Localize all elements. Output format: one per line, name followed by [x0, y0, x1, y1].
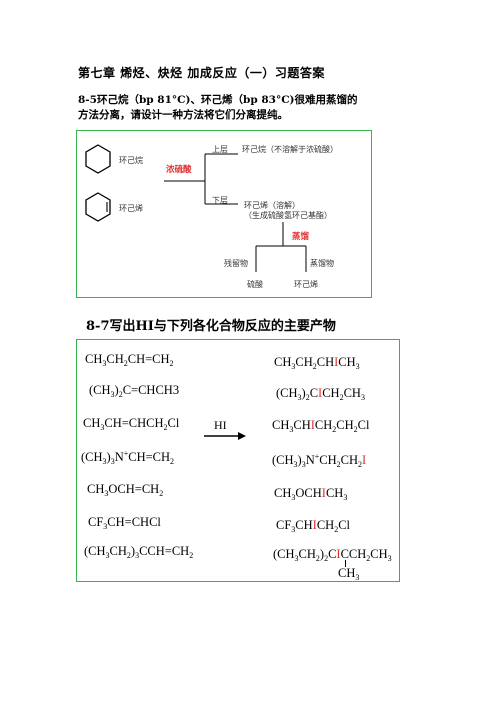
- product-5: CH3OCHICH3: [274, 486, 348, 502]
- cyclohexene-icon: [85, 192, 111, 222]
- upper-layer-content: 环己烷（不溶解于浓硫酸）: [242, 145, 338, 154]
- product-6: CF3CHICH2Cl: [276, 518, 351, 534]
- reactant-7: (CH3CH2)3CCH=CH2: [84, 544, 194, 560]
- product-4: (CH3)3N+CH2CH2I: [272, 452, 367, 469]
- question-8-5: 8-5环己烷（bp 81°C)、环己烯（bp 83°C)很难用蒸馏的 方法分离，…: [78, 93, 358, 123]
- reagent-sulfuric-acid: 浓硫酸: [166, 165, 192, 175]
- product-2: (CH3)2CICH2CH3: [276, 386, 365, 402]
- cyclohexane-icon: [85, 144, 111, 174]
- reagent-hi: HI: [214, 418, 227, 432]
- reactant-4: (CH3)3N+CH=CH2: [81, 449, 175, 466]
- separation-diagram: [76, 130, 372, 298]
- hi-reaction-box: [76, 339, 400, 582]
- cyclohexene-label: 环己烯: [119, 204, 143, 213]
- reactant-3: CH3CH=CHCH2Cl: [83, 416, 180, 432]
- product-7-methyl: CH3: [338, 566, 360, 582]
- reactant-6: CF3CH=CHCl: [88, 515, 161, 531]
- upper-layer-label: 上层: [212, 145, 228, 154]
- residue-product: 硫酸: [247, 280, 263, 289]
- question-8-5-line2: 方法分离，请设计一种方法将它们分离提纯。: [78, 109, 288, 121]
- question-8-5-line1: 8-5环己烷（bp 81°C)、环己烯（bp 83°C)很难用蒸馏的: [78, 94, 358, 106]
- product-1: CH3CH2CHICH3: [274, 355, 360, 371]
- chapter-title: 第七章 烯烃、炔烃 加成反应（一）习题答案: [78, 66, 325, 80]
- lower-layer-label: 下层: [212, 196, 228, 205]
- question-8-7-title: 8-7写出HI与下列各化合物反应的主要产物: [86, 319, 336, 334]
- distill-label: 蒸馏: [292, 232, 310, 242]
- residue-label: 残留物: [224, 259, 248, 268]
- cyclohexane-label: 环己烷: [119, 156, 143, 165]
- reactant-1: CH3CH2CH=CH2: [85, 352, 174, 368]
- reactant-5: CH3OCH=CH2: [87, 482, 164, 498]
- product-7-bond: [345, 560, 346, 567]
- distillate-product: 环己烯: [294, 280, 318, 289]
- reactant-2: (CH3)2C=CHCH3: [89, 383, 180, 399]
- product-7: (CH3CH2)2CICCH2CH3: [273, 547, 392, 563]
- lower-layer-content-2: （生成硫酸氢环己基酯）: [244, 211, 332, 220]
- reaction-arrow-icon: [204, 432, 246, 440]
- distillate-label: 蒸馏物: [310, 259, 334, 268]
- product-3: CH3CHICH2CH2Cl: [272, 418, 370, 434]
- lower-layer-content-1: 环己烯（溶解）: [244, 201, 300, 210]
